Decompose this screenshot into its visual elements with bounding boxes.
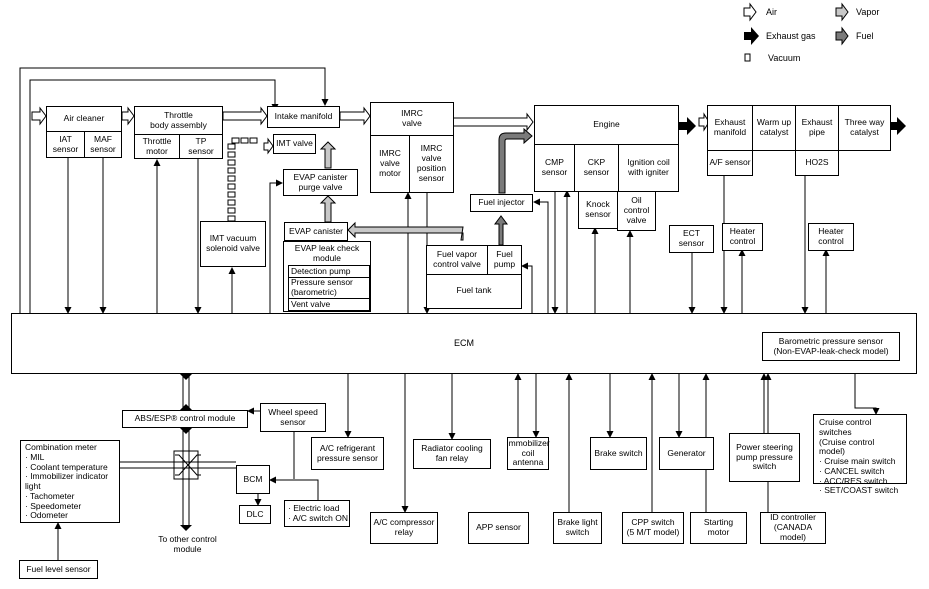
imrc-valve-box: IMRC valve [370,102,454,136]
warm-up-catalyst-box: Warm up catalyst [752,105,796,151]
imrc-valve-motor-box: IMRC valve motor [370,135,410,193]
engine-box: Engine [534,105,679,145]
heater-control-1-box: Heater control [722,223,763,251]
combination-meter-box: Combination meter · MIL · Coolant temper… [20,440,120,523]
af-sensor-box: A/F sensor [707,150,753,176]
fuel-level-sensor-box: Fuel level sensor [19,560,98,579]
fuel-injector-box: Fuel injector [470,194,533,212]
generator-box: Generator [659,437,714,470]
heater-control-2-box: Heater control [808,223,854,251]
cmp-sensor-box: CMP sensor [534,144,575,192]
to-other-module-label: To other control module [158,534,217,554]
ac-compressor-relay-box: A/C compressor relay [370,512,438,544]
oil-control-valve-box: Oil control valve [617,191,656,231]
exhaust-manifold-box: Exhaust manifold [707,105,753,151]
imt-vacuum-solenoid-box: IMT vacuum solenoid valve [200,221,266,267]
electric-load-box: · Electric load · A/C switch ON [284,500,350,527]
cruise-control-switches-box: Cruise control switches (Cruise control … [813,414,907,495]
pressure-sensor-box: Pressure sensor (barometric) [288,277,370,299]
bcm-box: BCM [236,465,270,494]
evap-purge-valve-box: EVAP canister purge valve [283,169,358,196]
ac-refrigerant-sensor-box: A/C refrigerant pressure sensor [311,437,384,470]
throttle-motor-box: Throttle motor [134,134,180,159]
air-cleaner-box: Air cleaner [46,106,122,132]
imt-valve-box: IMT valve [273,134,316,154]
wheel-speed-sensor-box: Wheel speed sensor [260,403,326,432]
exhaust-pipe-box: Exhaust pipe [795,105,839,151]
evap-canister-box: EVAP canister [284,222,348,241]
knock-sensor-box: Knock sensor [578,191,618,229]
tp-sensor-box: TP sensor [179,134,223,159]
ckp-sensor-box: CKP sensor [574,144,619,192]
throttle-body-box: Throttle body assembly [134,106,223,135]
app-sensor-box: APP sensor [468,512,529,544]
ignition-coil-box: Ignition coil with igniter [618,144,679,192]
dlc-box: DLC [239,505,271,524]
fuel-vapor-control-valve-box: Fuel vapor control valve [426,245,488,275]
brake-switch-box: Brake switch [590,437,647,470]
iat-sensor-box: IAT sensor [46,131,85,158]
fuel-pump-box: Fuel pump [487,245,522,275]
starting-motor-box: Starting motor [690,512,747,544]
cpp-switch-box: CPP switch (5 M/T model) [622,512,684,544]
legend-fuel: Fuel [856,31,874,41]
legend-vapor: Vapor [856,7,880,17]
barometric-pressure-sensor-box: Barometric pressure sensor (Non-EVAP-lea… [762,332,900,361]
brake-light-switch-box: Brake light switch [553,512,602,544]
ect-sensor-box: ECT sensor [669,225,714,253]
intake-manifold-box: Intake manifold [267,106,340,128]
vent-valve-box: Vent valve [288,298,370,311]
power-steering-switch-box: Power steering pump pressure switch [729,433,800,482]
imrc-position-sensor-box: IMRC valve position sensor [409,135,454,193]
ho2s-box: HO2S [795,150,839,176]
fuel-tank-label: Fuel tank [456,285,492,296]
legend-exhaust-gas: Exhaust gas [766,31,816,41]
id-controller-box: ID controller (CANADA model) [760,512,826,544]
abs-control-module-box: ABS/ESP® control module [122,410,248,428]
three-way-catalyst-box: Three way catalyst [838,105,891,151]
legend-air: Air [766,7,777,17]
immobilizer-antenna-box: Immobilizer coil antenna [506,437,550,470]
legend-vacuum: Vacuum [768,53,801,63]
radiator-fan-relay-box: Radiator cooling fan relay [413,439,491,469]
maf-sensor-box: MAF sensor [84,131,122,158]
